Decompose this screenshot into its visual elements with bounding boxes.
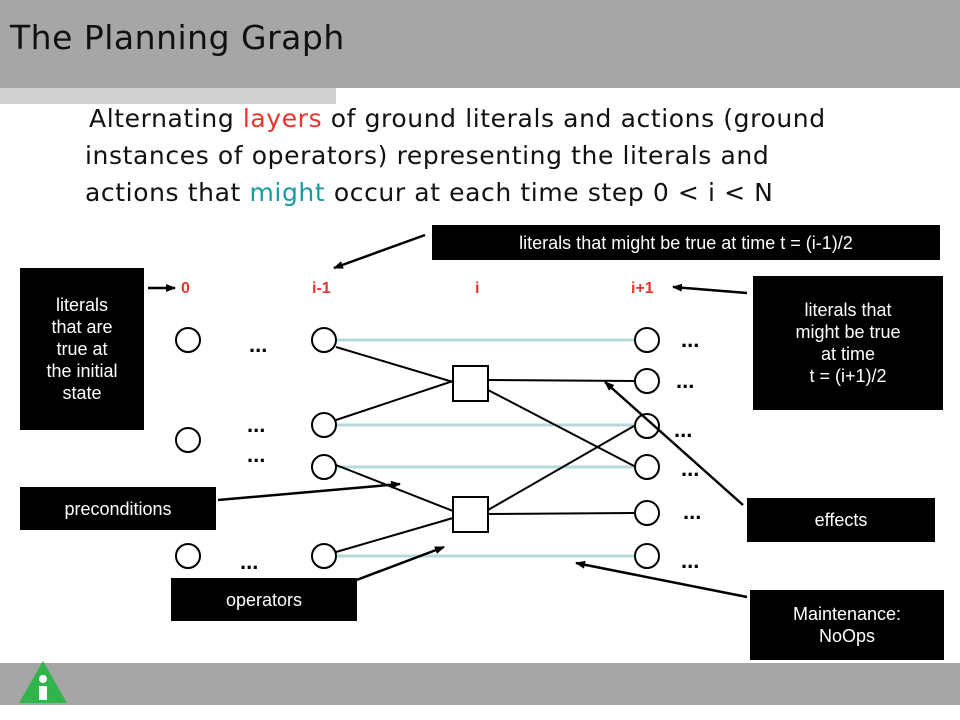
annotation-line: preconditions bbox=[64, 498, 172, 519]
logo-icon bbox=[19, 661, 67, 703]
annotation-line: literals that bbox=[804, 300, 892, 320]
title-bar bbox=[0, 0, 960, 88]
annotation-line: true at bbox=[56, 339, 108, 359]
annotation-line: Maintenance: bbox=[792, 604, 902, 624]
annotation-line: the initial bbox=[46, 361, 118, 381]
layer-label-i-plus-1: i+1 bbox=[631, 280, 654, 297]
literal-node bbox=[634, 413, 660, 439]
para-text: actions that bbox=[85, 178, 250, 207]
literal-node bbox=[311, 412, 337, 438]
layer-label-0: 0 bbox=[181, 280, 190, 297]
literal-nodes bbox=[175, 327, 660, 569]
annotation-line: t = (i+1)/2 bbox=[809, 366, 887, 386]
literal-node bbox=[311, 543, 337, 569]
ellipsis: ... bbox=[247, 442, 265, 467]
annotation-time-prev: literals that might be true at time t = … bbox=[432, 225, 940, 260]
arrow-time-prev bbox=[333, 233, 426, 270]
action-node bbox=[452, 365, 489, 402]
arrow-preconditions bbox=[217, 480, 401, 502]
annotation-operators: operators bbox=[171, 578, 357, 621]
precondition-edge bbox=[335, 346, 454, 383]
ellipsis: ... bbox=[674, 417, 692, 442]
ellipsis: ... bbox=[681, 456, 699, 481]
noop-lines bbox=[337, 338, 634, 558]
annotation-line: effects bbox=[814, 510, 868, 530]
literal-node bbox=[311, 454, 337, 480]
arrow-effects bbox=[604, 381, 744, 506]
literal-node bbox=[634, 543, 660, 569]
para-text: occur at each time step 0 < i < N bbox=[325, 178, 774, 207]
literal-node bbox=[175, 327, 201, 353]
effect-edge bbox=[487, 512, 635, 515]
literal-node bbox=[634, 454, 660, 480]
annotation-line: might be true bbox=[795, 322, 901, 342]
para-text: instances of operators) representing the… bbox=[85, 141, 770, 170]
para-highlight-layers: layers bbox=[242, 104, 323, 133]
precondition-edge bbox=[335, 380, 454, 421]
ellipsis: ... bbox=[681, 327, 699, 352]
title-bar-tab bbox=[0, 88, 336, 104]
ellipsis: ... bbox=[676, 368, 694, 393]
annotation-line: literals bbox=[55, 295, 108, 315]
annotation-line: literals that might be true at time t = … bbox=[519, 232, 853, 253]
annotation-line: that are bbox=[51, 317, 113, 337]
annotation-line: operators bbox=[225, 589, 303, 610]
ellipsis: ... bbox=[240, 549, 258, 574]
annotation-effects: effects bbox=[747, 498, 935, 542]
ellipsis: ... bbox=[249, 332, 267, 357]
para-text: of ground literals and actions (ground bbox=[322, 104, 826, 133]
literal-node bbox=[634, 368, 660, 394]
literal-node bbox=[175, 427, 201, 453]
para-highlight-might: might bbox=[249, 178, 326, 207]
annotation-line: state bbox=[62, 383, 102, 403]
effect-edge bbox=[487, 379, 635, 382]
footer-bar bbox=[0, 663, 960, 705]
literal-node bbox=[634, 327, 660, 353]
annotation-time-next: literals that might be true at time t = … bbox=[753, 276, 943, 410]
effect-edge bbox=[487, 425, 635, 511]
annotation-arrows bbox=[148, 233, 748, 599]
intro-paragraph: Alternating layers of ground literals an… bbox=[85, 100, 945, 211]
layer-label-i-minus-1: i-1 bbox=[312, 280, 331, 297]
annotation-line: at time bbox=[820, 344, 876, 364]
literal-node bbox=[311, 327, 337, 353]
layer-label-i: i bbox=[475, 280, 480, 297]
action-node bbox=[452, 496, 489, 533]
para-text: Alternating bbox=[89, 104, 243, 133]
arrow-maintenance bbox=[575, 560, 748, 599]
slide-title: The Planning Graph bbox=[10, 18, 345, 57]
effect-edge bbox=[487, 389, 635, 467]
literal-node bbox=[175, 543, 201, 569]
annotation-maintenance: Maintenance: NoOps bbox=[750, 590, 944, 660]
annotation-initial-state: literals that are true at the initial st… bbox=[20, 268, 144, 430]
ellipsis: ... bbox=[683, 499, 701, 524]
ellipsis: ... bbox=[681, 548, 699, 573]
arrow-time-next bbox=[672, 283, 748, 295]
literal-node bbox=[634, 500, 660, 526]
annotation-preconditions: preconditions bbox=[20, 487, 216, 530]
ellipsis: ... bbox=[247, 412, 265, 437]
precondition-edge bbox=[335, 517, 454, 553]
annotation-line: NoOps bbox=[818, 626, 875, 646]
